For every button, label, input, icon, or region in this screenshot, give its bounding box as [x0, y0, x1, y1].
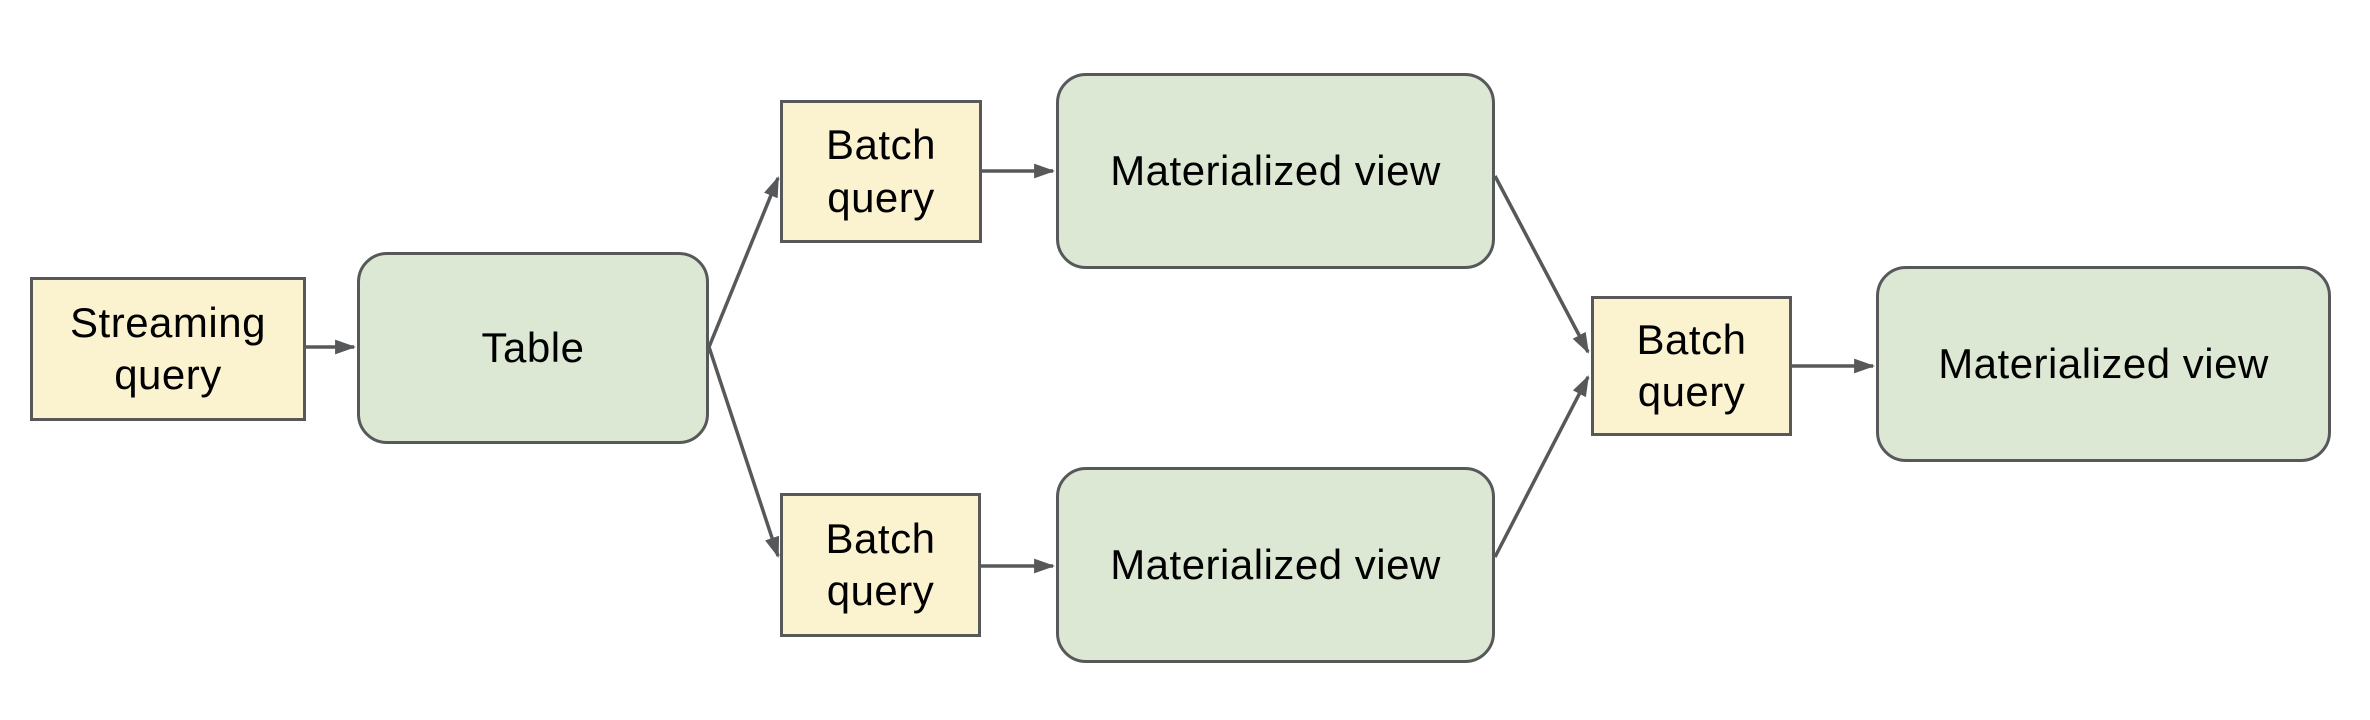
node-label: Batch query — [825, 514, 936, 614]
node-label: Streaming query — [70, 298, 266, 398]
node-materialized-view-top: Materialized view — [1056, 73, 1495, 269]
node-table: Table — [357, 252, 709, 444]
edge-table-to-batch-query-top — [707, 176, 780, 348]
node-batch-query-right: Batch query — [1591, 296, 1792, 436]
node-label: Batch query — [1636, 315, 1747, 415]
node-streaming-query: Streaming query — [30, 277, 306, 421]
node-materialized-view-final: Materialized view — [1876, 266, 2331, 462]
node-batch-query-top: Batch query — [780, 100, 982, 243]
node-label: Materialized view — [1110, 540, 1441, 588]
node-label: Table — [481, 323, 585, 371]
edge-materialized-view-bottom-to-batch-query-right — [1493, 375, 1590, 558]
node-materialized-view-bottom: Materialized view — [1056, 467, 1495, 663]
node-batch-query-bottom: Batch query — [780, 493, 981, 637]
node-label: Materialized view — [1110, 146, 1441, 194]
node-label: Batch query — [826, 121, 936, 221]
node-label: Materialized view — [1938, 339, 2269, 387]
edge-table-to-batch-query-bottom — [707, 346, 780, 558]
edge-materialized-view-top-to-batch-query-right — [1493, 175, 1590, 354]
